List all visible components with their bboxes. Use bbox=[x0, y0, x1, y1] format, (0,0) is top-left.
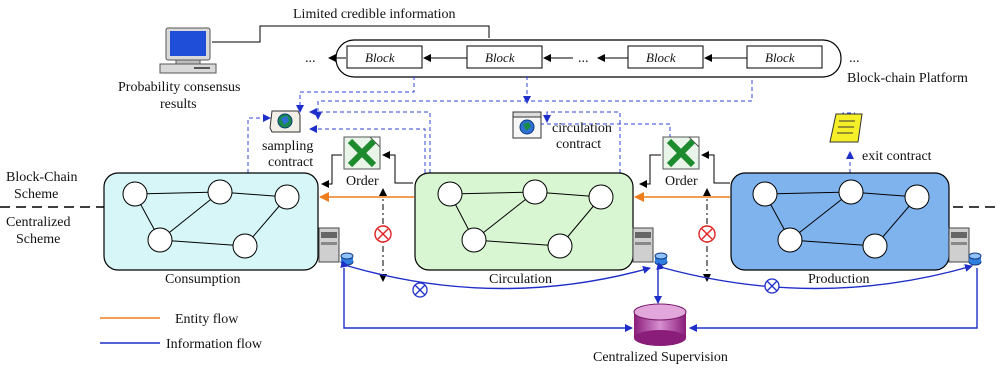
order-right-arrow-in bbox=[701, 151, 730, 184]
blockchain-scheme-label-2: Scheme bbox=[14, 187, 58, 202]
block-1-label: Block bbox=[365, 50, 395, 65]
blockchain-platform-label: Block-chain Platform bbox=[847, 71, 968, 86]
top-label: Limited credible information bbox=[293, 7, 456, 22]
computer-icon bbox=[159, 27, 217, 74]
scheme-link-left bbox=[374, 188, 392, 282]
computer-label-line1: Probability consensus bbox=[118, 80, 241, 95]
supervision-database-icon bbox=[633, 303, 687, 346]
order-label-left: Order bbox=[346, 174, 379, 189]
info-flow-production-to-supervision bbox=[689, 268, 978, 332]
server-icon-circulation bbox=[632, 227, 668, 266]
contract-links bbox=[247, 76, 855, 173]
exit-contract-icon bbox=[829, 113, 863, 143]
chain-ellipsis-right: ... bbox=[849, 51, 860, 66]
block-4-label: Block bbox=[765, 50, 795, 65]
order-right-arrow-out bbox=[639, 154, 661, 188]
supervision-label: Centralized Supervision bbox=[593, 350, 728, 365]
blockchain-scheme-label-1: Block-Chain bbox=[6, 170, 78, 185]
sampling-contract-label-2: contract bbox=[268, 155, 313, 170]
chain-ellipsis-middle: ... bbox=[578, 51, 589, 66]
info-flow-consumption-to-supervision bbox=[343, 268, 633, 332]
exit-contract-label: exit contract bbox=[862, 149, 932, 164]
scheme-link-right bbox=[698, 188, 716, 282]
consumption-network bbox=[103, 172, 319, 271]
computer-label-line2: results bbox=[160, 97, 197, 112]
circulation-network bbox=[414, 172, 634, 271]
legend-entity-flow-label: Entity flow bbox=[175, 312, 239, 327]
order-left-arrow-out bbox=[321, 154, 342, 188]
block-2 bbox=[466, 45, 543, 69]
chain-ellipsis-left: ... bbox=[305, 51, 316, 66]
block-3-label: Block bbox=[646, 50, 676, 65]
order-icon-right bbox=[662, 136, 700, 170]
production-label: Production bbox=[808, 272, 869, 287]
consumption-label: Consumption bbox=[165, 272, 240, 287]
order-left-arrow-in bbox=[382, 151, 413, 184]
circulation-label: Circulation bbox=[489, 272, 552, 287]
circulation-contract-icon bbox=[512, 111, 542, 139]
computer-link-line bbox=[212, 25, 490, 43]
info-block-marker-left bbox=[412, 282, 428, 298]
legend-information-flow-label: Information flow bbox=[166, 337, 263, 352]
centralized-scheme-label-2: Scheme bbox=[16, 232, 60, 247]
info-flow-arc-right bbox=[656, 262, 973, 290]
circulation-contract-label-2: contract bbox=[556, 137, 601, 152]
order-icon-left bbox=[343, 136, 381, 170]
info-block-marker-right bbox=[764, 278, 780, 294]
sampling-contract-icon bbox=[269, 110, 301, 133]
block-1 bbox=[346, 45, 423, 69]
info-flow-arc-left bbox=[340, 260, 651, 290]
block-2-label: Block bbox=[485, 50, 515, 65]
block-3 bbox=[627, 45, 704, 69]
sampling-contract-label-1: sampling bbox=[262, 139, 313, 154]
server-icon-consumption bbox=[318, 227, 354, 266]
production-network bbox=[730, 172, 950, 271]
circulation-contract-label-1: circulation bbox=[552, 121, 612, 136]
server-icon-production bbox=[948, 227, 982, 266]
centralized-scheme-label-1: Centralized bbox=[6, 215, 71, 230]
order-label-right: Order bbox=[665, 174, 698, 189]
block-4 bbox=[746, 45, 823, 69]
